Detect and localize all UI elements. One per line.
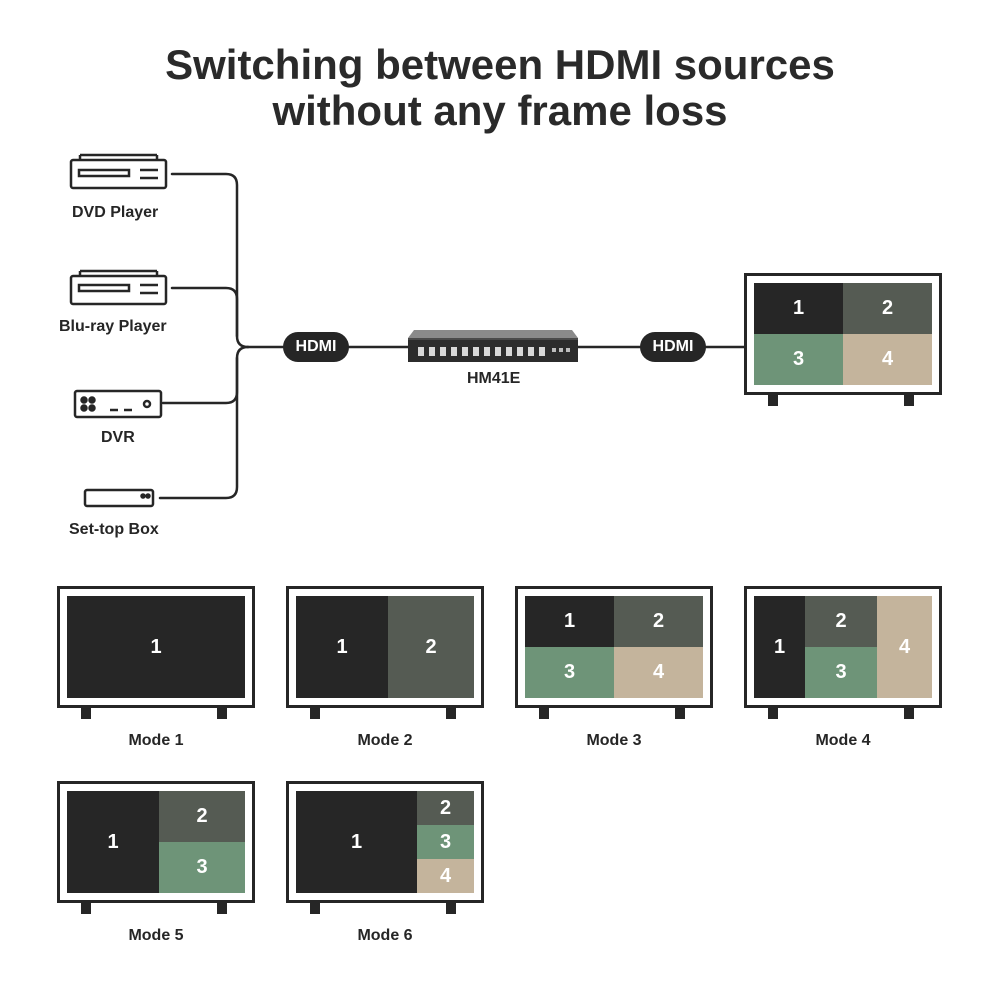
tv-frame: 1 2 [286, 586, 484, 708]
screen-cell-2: 2 [159, 791, 245, 842]
mode-label: Mode 6 [357, 927, 413, 944]
screen-cell-2: 2 [843, 283, 932, 334]
source-label-dvr: DVR [101, 429, 135, 446]
device-button [495, 347, 501, 356]
tv-leg-left [81, 708, 91, 719]
device-button [440, 347, 446, 356]
mode-label: Mode 4 [815, 732, 871, 749]
tv-frame: 1 2 3 4 [744, 586, 942, 708]
mode-4-tv: 1 2 3 4 [744, 586, 942, 719]
device-button [473, 347, 479, 356]
screen-cell-2: 2 [417, 791, 474, 825]
tv-frame: 1 2 3 [57, 781, 255, 903]
tv-leg-left [768, 708, 778, 719]
tv-frame: 1 2 3 4 [515, 586, 713, 708]
tv-leg-left [768, 395, 778, 406]
tv-frame: 1 [57, 586, 255, 708]
bluray-player-icon [69, 269, 168, 306]
cable-bluray [170, 286, 239, 338]
dvr-icon [73, 389, 163, 419]
screen-cell-1: 1 [754, 596, 805, 698]
tv-screen: 1 [67, 596, 245, 698]
mode-label: Mode 3 [586, 732, 642, 749]
device-button [451, 347, 457, 356]
tv-screen: 1 2 [296, 596, 474, 698]
screen-cell-3: 3 [525, 647, 614, 698]
cable-dvd [170, 172, 250, 349]
tv-leg-right [904, 708, 914, 719]
screen-cell-4: 4 [614, 647, 703, 698]
screen-cell-3: 3 [805, 647, 877, 698]
mode-6-tv: 1 2 3 4 [286, 781, 484, 914]
mode-label: Mode 1 [128, 732, 184, 749]
dvd-player-icon [69, 153, 168, 190]
tv-leg-right [446, 708, 456, 719]
screen-cell-2: 2 [614, 596, 703, 647]
tv-leg-left [539, 708, 549, 719]
tv-leg-left [310, 708, 320, 719]
title-line-1: Switching between HDMI sources [165, 41, 835, 88]
screen-cell-4: 4 [843, 334, 932, 385]
tv-screen: 1 2 3 4 [296, 791, 474, 893]
output-tv: 1 2 3 4 [744, 273, 942, 406]
tv-frame: 1 2 3 4 [286, 781, 484, 903]
tv-frame: 1 2 3 4 [744, 273, 942, 395]
tv-screen: 1 2 3 [67, 791, 245, 893]
device-label: HM41E [467, 370, 521, 387]
tv-leg-right [675, 708, 685, 719]
device-button [517, 347, 523, 356]
hm41e-device-icon [408, 330, 578, 362]
device-button [418, 347, 424, 356]
page-title: Switching between HDMI sources without a… [0, 42, 1000, 134]
mode-label: Mode 5 [128, 927, 184, 944]
device-indicator [559, 348, 563, 352]
set-top-box-icon [83, 488, 155, 508]
source-label-bluray: Blu-ray Player [59, 318, 167, 335]
device-indicator [552, 348, 556, 352]
source-label-dvd: DVD Player [72, 204, 159, 221]
device-buttons [418, 347, 570, 356]
tv-screen: 1 2 3 4 [525, 596, 703, 698]
cable-dvr [161, 345, 250, 405]
screen-cell-3: 3 [159, 842, 245, 893]
mode-1-tv: 1 [57, 586, 255, 719]
source-label-settop: Set-top Box [69, 521, 159, 538]
device-indicator [566, 348, 570, 352]
screen-cell-2: 2 [805, 596, 877, 647]
screen-cell-1: 1 [296, 596, 388, 698]
screen-cell-4: 4 [877, 596, 932, 698]
screen-cell-1: 1 [525, 596, 614, 647]
tv-leg-right [217, 903, 227, 914]
device-button [429, 347, 435, 356]
tv-leg-right [904, 395, 914, 406]
device-button [484, 347, 490, 356]
mode-3-tv: 1 2 3 4 [515, 586, 713, 719]
cable-settop [158, 356, 239, 500]
hdmi-input-pill: HDMI [283, 332, 349, 362]
mode-5-tv: 1 2 3 [57, 781, 255, 914]
screen-cell-1: 1 [67, 791, 159, 893]
title-line-2: without any frame loss [272, 87, 728, 134]
tv-leg-right [446, 903, 456, 914]
mode-label: Mode 2 [357, 732, 413, 749]
device-button [539, 347, 545, 356]
screen-cell-4: 4 [417, 859, 474, 893]
tv-leg-right [217, 708, 227, 719]
screen-cell-3: 3 [417, 825, 474, 859]
screen-cell-1: 1 [67, 596, 245, 698]
screen-cell-1: 1 [754, 283, 843, 334]
tv-screen: 1 2 3 4 [754, 596, 932, 698]
screen-cell-3: 3 [754, 334, 843, 385]
screen-cell-1: 1 [296, 791, 417, 893]
tv-leg-left [81, 903, 91, 914]
screen-cell-2: 2 [388, 596, 474, 698]
tv-screen: 1 2 3 4 [754, 283, 932, 385]
tv-leg-left [310, 903, 320, 914]
device-button [462, 347, 468, 356]
mode-2-tv: 1 2 [286, 586, 484, 719]
device-button [506, 347, 512, 356]
hdmi-output-pill: HDMI [640, 332, 706, 362]
device-button [528, 347, 534, 356]
